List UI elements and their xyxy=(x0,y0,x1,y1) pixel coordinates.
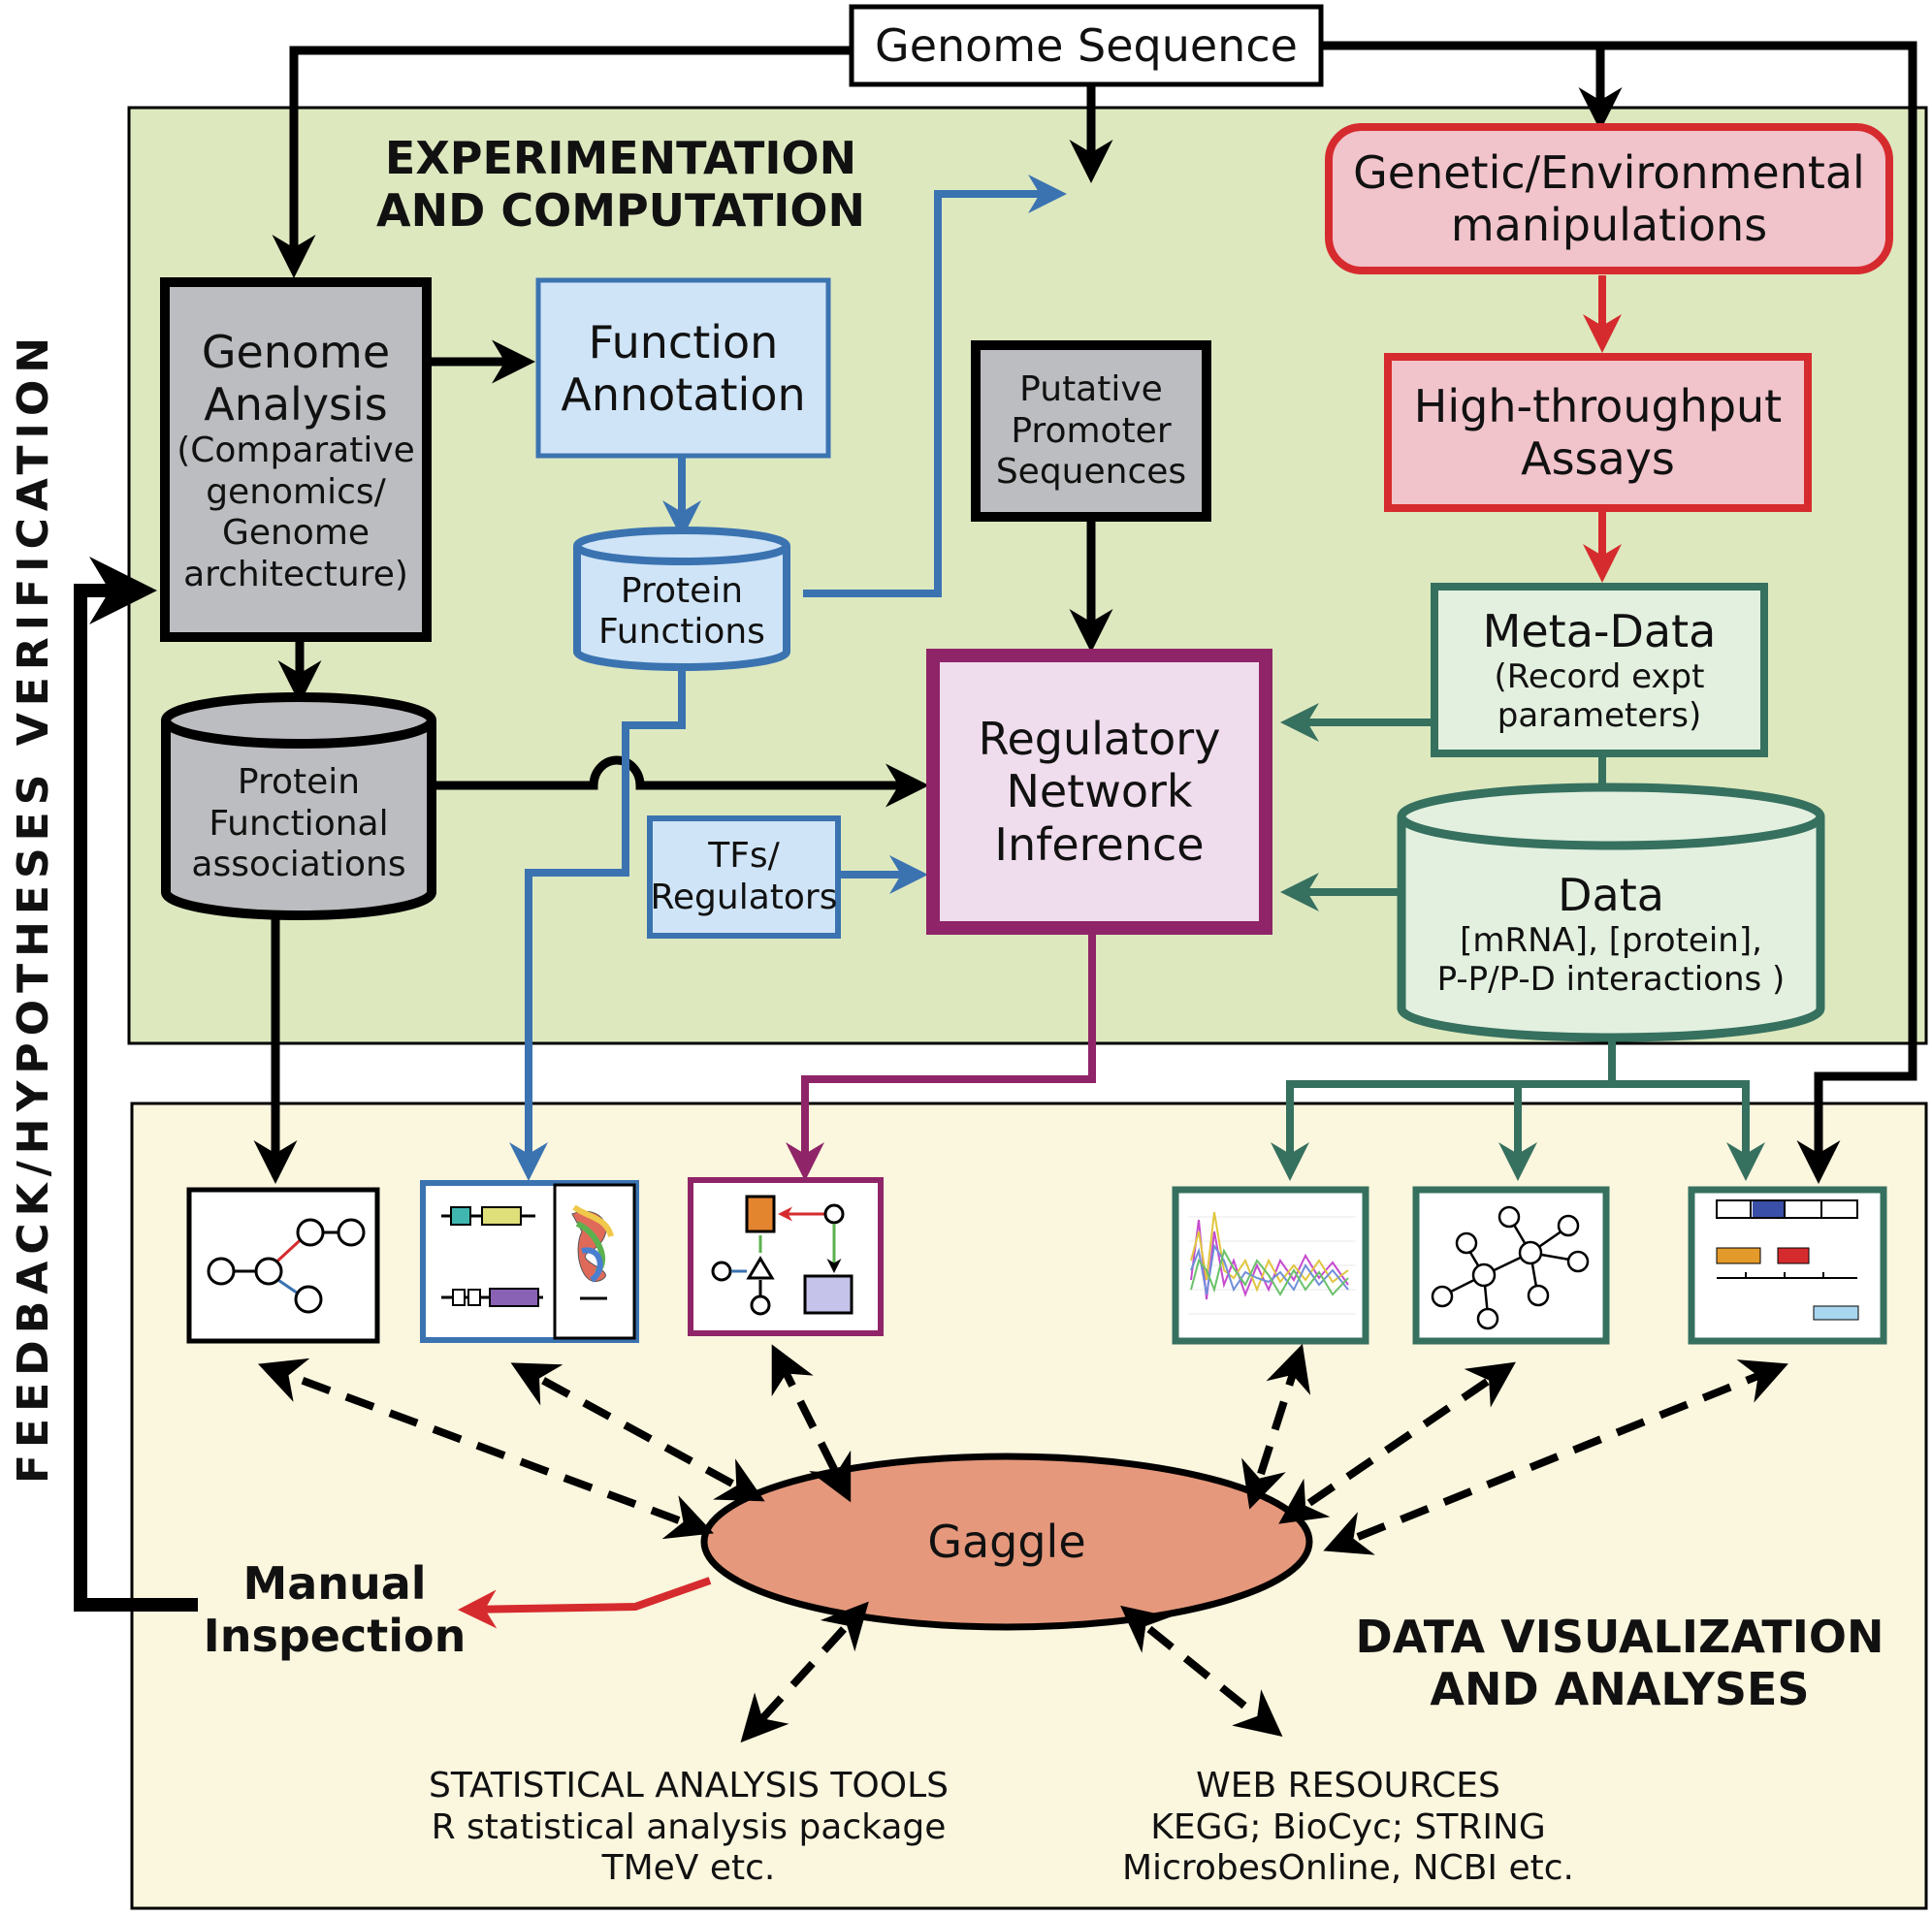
interaction-network-view xyxy=(1412,1186,1610,1345)
high-throughput-label: High-throughput Assays xyxy=(1413,379,1783,485)
feedback-verification-label: FEEDBACK/HYPOTHESES VERIFICATION xyxy=(9,330,58,1484)
gaggle-to-protein-view-arrow xyxy=(510,1362,765,1502)
protein-functions-cylinder xyxy=(573,527,790,671)
functions-to-view-arrow xyxy=(509,668,686,1181)
meta-data-box xyxy=(1431,583,1768,757)
regulatory-network-box xyxy=(926,649,1272,935)
protein-functions-label: Protein Functions xyxy=(598,570,765,652)
blue-flow-lines xyxy=(509,175,1067,1181)
teal-flow-lines xyxy=(1271,703,1765,1181)
genetic-environmental-label: Genetic/Environmental manipulations xyxy=(1353,145,1865,251)
meta-data-label: Meta-Data (Record expt parameters) xyxy=(1482,604,1717,736)
gaggle-to-web-resources-arrow xyxy=(1120,1605,1283,1738)
gaggle-ellipse xyxy=(700,1453,1313,1631)
data-store-label: Data [mRNA], [protein], P-P/P-D interact… xyxy=(1436,868,1786,1000)
gaggle-label: Gaggle xyxy=(927,1515,1086,1568)
web-resources-label: WEB RESOURCES KEGG; BioCyc; STRING Micro… xyxy=(1122,1766,1574,1889)
data-cylinder xyxy=(1397,783,1825,1042)
manual-inspection-label: Manual Inspection xyxy=(203,1556,467,1662)
gaggle-to-browser-view-arrow xyxy=(1323,1359,1788,1555)
statistical-tools-label: STATISTICAL ANALYSIS TOOLS R statistical… xyxy=(429,1766,949,1889)
visualization-section-title: DATA VISUALIZATION AND ANALYSES xyxy=(1355,1610,1884,1715)
black-flow-lines xyxy=(253,41,1917,1184)
genome-analysis-label: Genome Analysis (Comparative genomics/ G… xyxy=(177,325,415,594)
gaggle-to-stats-tools-arrow xyxy=(740,1601,869,1743)
protein-associations-cylinder xyxy=(161,692,436,920)
gaggle-to-model-view-arrow xyxy=(771,1344,852,1503)
network-to-view-arrow xyxy=(786,932,1096,1181)
genome-to-annotation-view-arrow xyxy=(1600,41,1917,1184)
protein-associations-label: Protein Functional associations xyxy=(191,762,406,885)
function-annotation-label: Function Annotation xyxy=(561,315,806,421)
genome-sequence-label: Genome Sequence xyxy=(875,18,1298,72)
genome-to-analysis-arrow xyxy=(272,46,852,278)
high-throughput-box xyxy=(1384,353,1812,512)
genome-browser-view xyxy=(1688,1186,1887,1345)
network-graph-view xyxy=(186,1187,380,1344)
protein-structure-view xyxy=(420,1180,639,1343)
data-distribution-line xyxy=(1271,1034,1616,1181)
data-to-annotation-view-arrow xyxy=(1612,1080,1765,1181)
functions-to-manipulations-arrow xyxy=(803,175,1067,597)
gaggle-to-inspection-arrow xyxy=(458,1577,712,1629)
feedback-loop-line xyxy=(74,557,198,1612)
genome-analysis-box xyxy=(160,277,432,642)
gaggle-dashed-arrows xyxy=(258,1343,1788,1743)
experimentation-section-title: EXPERIMENTATION AND COMPUTATION xyxy=(376,131,865,237)
genetic-environmental-box xyxy=(1325,123,1893,274)
tfs-regulators-box xyxy=(647,815,841,939)
network-model-view xyxy=(688,1177,884,1336)
red-flow-lines xyxy=(458,275,1622,1629)
tfs-regulators-label: TFs/ Regulators xyxy=(650,836,838,917)
associations-to-network-arrow xyxy=(427,755,929,808)
putative-promoter-box xyxy=(971,340,1211,522)
expression-plot-view xyxy=(1172,1186,1369,1345)
putative-promoter-label: Putative Promoter Sequences xyxy=(995,369,1187,493)
genome-sequence-box xyxy=(849,4,1324,87)
regulatory-network-label: Regulatory Network Inference xyxy=(978,713,1221,871)
function-annotation-box xyxy=(535,277,831,459)
